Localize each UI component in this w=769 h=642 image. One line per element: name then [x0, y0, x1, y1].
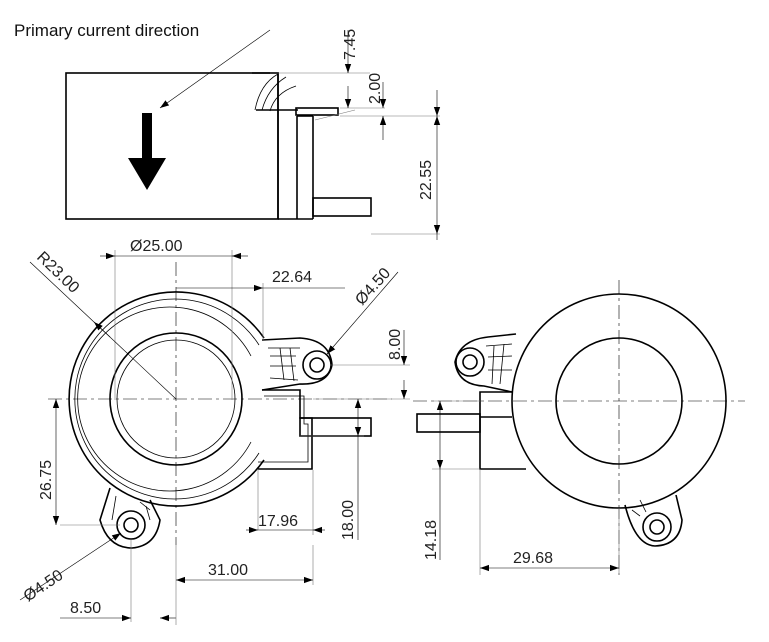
top-mount-hole [309, 357, 325, 373]
dim-31-00: 31.00 [208, 562, 248, 579]
dim-29-68: 29.68 [513, 550, 553, 567]
dim-8-50: 8.50 [70, 600, 101, 617]
bracket-profile [252, 72, 279, 219]
dim-7-45: 7.45 [342, 29, 359, 60]
current-direction-label: Primary current direction [14, 21, 199, 40]
rear-bottom-ear [624, 494, 683, 547]
dim-17-96: 17.96 [258, 513, 298, 530]
rear-bottom-hole-outer [642, 512, 672, 542]
top-mount-hole-outer [302, 350, 332, 380]
dim-diameter-4-5-top: Ø4.50 [352, 265, 394, 309]
center-aperture [109, 332, 243, 466]
dim-22-64: 22.64 [272, 269, 312, 286]
side-view: Primary current direction 7.45 2.00 22.5… [14, 21, 441, 240]
rear-view: 14.18 29.68 [413, 280, 745, 575]
dim-22-55: 22.55 [418, 160, 435, 200]
dim-2-00: 2.00 [367, 73, 384, 104]
rear-terminal-pin [416, 413, 481, 433]
dim-14-18: 14.18 [423, 520, 440, 560]
terminal-pin [299, 417, 372, 437]
rear-bottom-hole [649, 519, 665, 535]
bottom-mounting-ear [99, 487, 161, 549]
top-mounting-ear [261, 337, 333, 391]
dim-26-75: 26.75 [38, 460, 55, 500]
bottom-mount-hole-outer [116, 510, 146, 540]
side-terminal-pin [312, 197, 372, 217]
rear-terminal-housing [479, 391, 526, 470]
rear-top-hole [462, 354, 478, 370]
annotation-leader [159, 29, 271, 109]
dim-18-00: 18.00 [340, 500, 357, 540]
mounting-ear-curves [254, 73, 297, 112]
top-terminal [295, 107, 339, 116]
rear-aperture [555, 337, 683, 465]
bottom-mount-hole [123, 517, 139, 533]
dim-radius-23: R23.00 [33, 249, 82, 297]
dim-8-00: 8.00 [387, 329, 404, 360]
outer-shell [68, 291, 265, 507]
dim-diameter-4-5-bottom: Ø4.50 [21, 567, 67, 606]
front-view: Ø25.00 R23.00 22.64 Ø4.50 8.00 26.75 17.… [19, 238, 410, 625]
rear-top-hole-outer [455, 347, 485, 377]
down-arrow-icon [128, 113, 166, 190]
dim-diameter-25: Ø25.00 [130, 238, 183, 255]
rear-top-ear [454, 333, 517, 393]
sensor-body-outline [65, 72, 279, 220]
